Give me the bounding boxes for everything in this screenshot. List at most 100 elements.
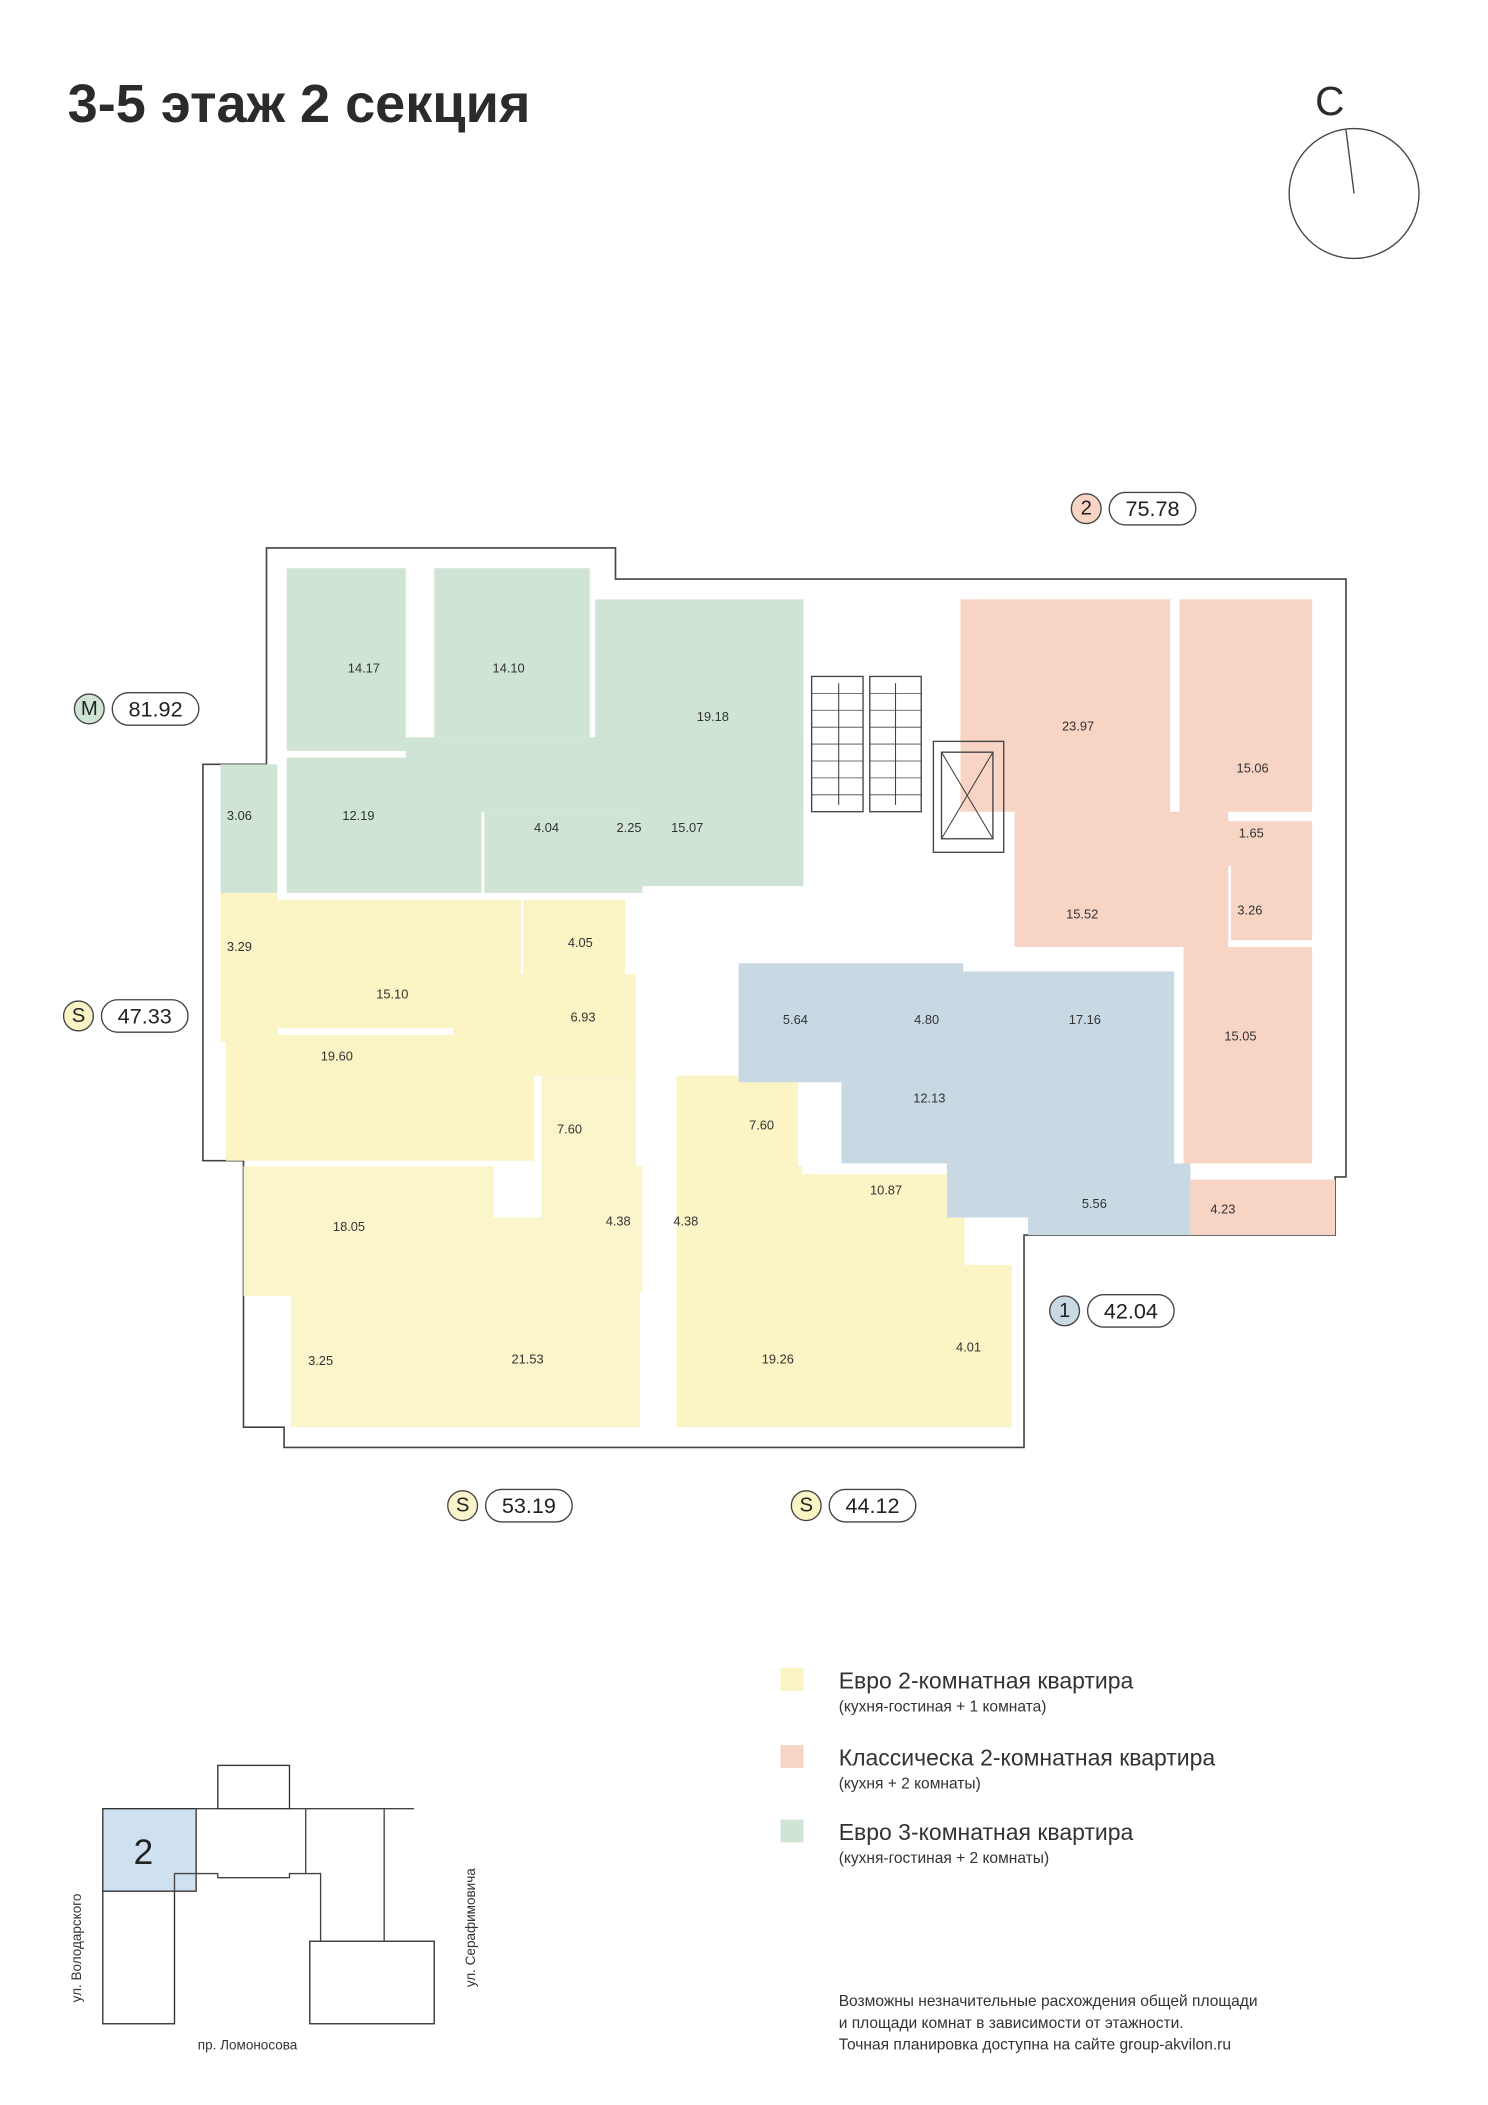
room-area-label: 4.80 xyxy=(914,1012,939,1027)
room-area-label: 7.60 xyxy=(557,1122,582,1137)
room-area-label: 15.10 xyxy=(376,986,408,1001)
room-area-label: 18.05 xyxy=(333,1219,365,1234)
room-area xyxy=(676,1166,738,1292)
apartment-type: 2 xyxy=(1081,498,1092,520)
room-area-label: 3.25 xyxy=(308,1353,333,1368)
room-area xyxy=(523,899,625,975)
room-area-label: 3.06 xyxy=(227,808,252,823)
room-area xyxy=(1179,599,1313,812)
minimap-section-highlight xyxy=(102,1807,197,1892)
room-area xyxy=(676,1291,961,1428)
room-area-label: 6.93 xyxy=(571,1009,596,1024)
room-area-label: 15.52 xyxy=(1066,907,1098,922)
room-area-label: 7.60 xyxy=(749,1118,774,1133)
section-minimap: 2 ул. Володарского пр. Ломоносова ул. Се… xyxy=(69,1764,478,2052)
apartment-total-area: 53.19 xyxy=(502,1493,556,1518)
legend-swatch xyxy=(780,1667,804,1691)
apartment-total-area: 42.04 xyxy=(1104,1298,1158,1323)
room-area-label: 15.06 xyxy=(1237,760,1269,775)
room-area xyxy=(960,599,1171,812)
room-area xyxy=(1230,865,1313,941)
room-area xyxy=(802,1174,965,1299)
legend: Евро 2-комнатная квартира (кухня-гостиная… xyxy=(780,1667,1216,1867)
room-area-label: 1.65 xyxy=(1239,825,1264,840)
legend-item: Классическа 2-комнатная квартира(кухня +… xyxy=(780,1744,1216,1792)
room-area xyxy=(349,1291,640,1428)
room-area-label: 12.13 xyxy=(913,1091,945,1106)
compass-needle xyxy=(1345,129,1355,194)
room-area xyxy=(960,1264,1012,1428)
room-area-label: 2.25 xyxy=(617,820,642,835)
room-area-label: 4.38 xyxy=(673,1214,698,1229)
room-area xyxy=(595,599,804,747)
legend-subtitle: (кухня-гостиная + 1 комната) xyxy=(839,1698,1047,1715)
room-area xyxy=(737,1166,803,1292)
apartment-type-icon xyxy=(790,1490,822,1522)
footnote-line: Возможны незначительные расхождения обще… xyxy=(839,1993,1258,2010)
room-area-label: 19.26 xyxy=(762,1352,794,1367)
legend-swatch xyxy=(780,1745,804,1769)
room-area xyxy=(225,1034,535,1161)
room-area-label: 5.64 xyxy=(783,1012,808,1027)
legend-item: Евро 3-комнатная квартира(кухня-гостиная… xyxy=(780,1819,1134,1867)
room-area-label: 10.87 xyxy=(870,1183,902,1198)
room-area-label: 14.17 xyxy=(348,660,380,675)
room-area xyxy=(642,746,804,887)
room-area xyxy=(1224,821,1313,866)
room-area xyxy=(1014,811,1177,947)
apartment-area-pill xyxy=(111,691,200,726)
page-title: 3-5 этаж 2 секция xyxy=(68,74,531,134)
compass-circle xyxy=(1288,127,1420,260)
room-area-label: 12.19 xyxy=(342,808,374,823)
street-label-right: ул. Серафимовича xyxy=(463,1868,478,1987)
apartment-total-area: 81.92 xyxy=(129,696,183,721)
room-area xyxy=(738,963,842,1083)
apartment-42-04[interactable]: 5.64 4.80 17.16 12.13 5.56 xyxy=(738,963,1191,1236)
apartment-type: 1 xyxy=(1059,1300,1070,1322)
room-area xyxy=(220,764,278,893)
room-area xyxy=(1190,1179,1336,1236)
room-area-label: 14.10 xyxy=(493,660,525,675)
room-area xyxy=(946,1163,1029,1218)
room-area-label: 23.97 xyxy=(1062,719,1094,734)
apartment-area-pill xyxy=(1086,1293,1175,1328)
compass: С xyxy=(1288,78,1420,260)
apartment-type-icon xyxy=(447,1490,479,1522)
room-area-label: 19.18 xyxy=(697,709,729,724)
apartment-area-pill xyxy=(1108,491,1197,526)
room-area-label: 4.38 xyxy=(606,1214,631,1229)
room-area xyxy=(676,1075,799,1171)
minimap-section-number: 2 xyxy=(134,1833,154,1872)
room-area-label: 4.23 xyxy=(1210,1201,1235,1216)
room-area-label: 17.16 xyxy=(1069,1012,1101,1027)
room-area-label: 3.29 xyxy=(227,939,252,954)
room-area-label: 5.56 xyxy=(1082,1196,1107,1211)
apartment-type: S xyxy=(799,1495,813,1517)
apartment-area-pill xyxy=(100,999,189,1033)
apartment-area-pill xyxy=(484,1488,573,1523)
legend-title: Евро 2-комнатная квартира xyxy=(839,1667,1134,1693)
apartment-total-area: 75.78 xyxy=(1125,496,1179,521)
compass-north-label: С xyxy=(1315,78,1344,124)
room-area-label: 15.07 xyxy=(671,820,703,835)
legend-title: Классическа 2-комнатная квартира xyxy=(839,1744,1216,1770)
staircase xyxy=(810,675,922,813)
footnote-line: Точная планировка доступна на сайте grou… xyxy=(839,2036,1231,2053)
room-area xyxy=(585,1166,643,1292)
street-label-bottom: пр. Ломоносова xyxy=(198,2037,298,2052)
legend-swatch xyxy=(780,1819,804,1843)
room-area-label: 3.26 xyxy=(1237,903,1262,918)
apartment-total-area: 47.33 xyxy=(118,1003,172,1028)
